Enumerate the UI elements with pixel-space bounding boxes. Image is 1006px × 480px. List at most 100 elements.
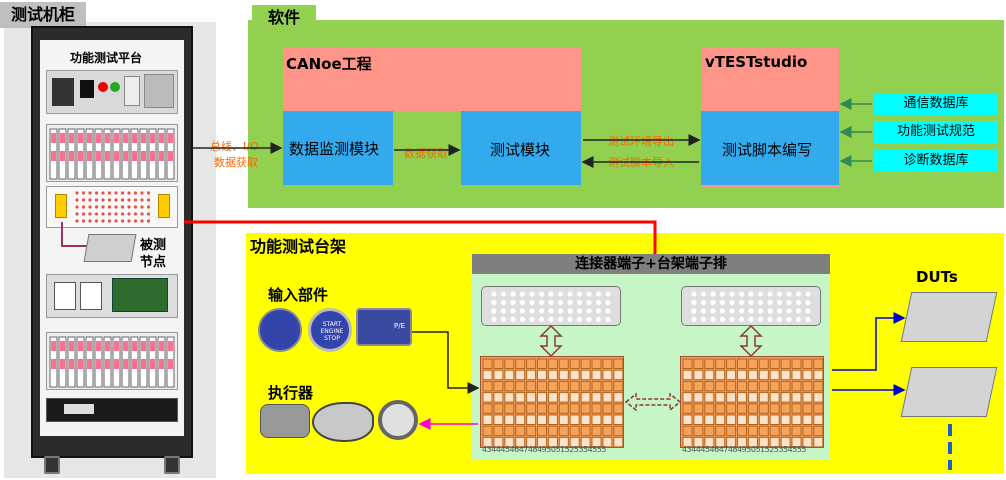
terminal-block-left bbox=[480, 356, 624, 448]
actuator-headlamp bbox=[312, 402, 374, 442]
terminal-cell bbox=[726, 425, 737, 437]
terminal-cell bbox=[682, 403, 693, 414]
connector-pin bbox=[795, 308, 802, 314]
terminal-cell bbox=[682, 392, 693, 403]
actuator-motor bbox=[260, 404, 310, 438]
terminal-cell bbox=[747, 380, 758, 392]
connector-pin bbox=[700, 299, 707, 306]
relay-led bbox=[96, 359, 101, 369]
terminal-cell bbox=[602, 392, 613, 403]
connector-pin bbox=[691, 291, 697, 297]
terminal-cell bbox=[580, 403, 591, 414]
terminal-cell bbox=[802, 436, 813, 448]
terminal-cell bbox=[693, 392, 704, 403]
breakout-dot bbox=[94, 219, 99, 223]
terminal-cell bbox=[526, 414, 537, 425]
terminal-cell bbox=[693, 358, 704, 369]
breakout-dot bbox=[140, 205, 144, 209]
connector-pin bbox=[710, 291, 716, 297]
terminal-cell bbox=[613, 380, 624, 392]
connector-pin bbox=[567, 316, 573, 323]
breakout-dot bbox=[120, 205, 125, 209]
connector-pin bbox=[586, 308, 592, 314]
terminal-cell bbox=[791, 358, 802, 369]
connector-pin bbox=[605, 299, 611, 306]
connector-pin bbox=[548, 316, 554, 323]
terminal-cell bbox=[504, 436, 515, 448]
terminal-cell bbox=[493, 369, 504, 381]
connector-pin bbox=[538, 316, 545, 323]
terminal-cell bbox=[813, 403, 824, 414]
breakout-dot bbox=[146, 191, 151, 195]
terminal-cell bbox=[547, 392, 558, 403]
connector-pin bbox=[576, 316, 583, 323]
terminal-cell bbox=[693, 436, 704, 448]
terminal-cell bbox=[602, 436, 613, 448]
instrument-2 bbox=[80, 282, 102, 310]
terminal-cell bbox=[715, 436, 726, 448]
terminal-block-right-grid bbox=[682, 358, 824, 448]
relay-led bbox=[132, 341, 137, 351]
terminal-cell bbox=[493, 380, 504, 392]
terminal-cell bbox=[715, 403, 726, 414]
terminal-cell bbox=[591, 403, 602, 414]
connector-pin bbox=[557, 308, 564, 314]
connector-pin bbox=[538, 308, 545, 314]
connector-pin bbox=[719, 316, 726, 323]
relay-led bbox=[123, 359, 128, 369]
terminal-cell bbox=[537, 414, 547, 425]
terminal-cell bbox=[493, 358, 504, 369]
connector-pin bbox=[519, 308, 526, 314]
connector-title: 连接器端子+台架端子排 bbox=[472, 254, 830, 274]
connector-pin bbox=[691, 316, 697, 323]
terminal-cell bbox=[747, 358, 758, 369]
actuator-wheel bbox=[378, 400, 418, 440]
connector-pin bbox=[605, 291, 611, 297]
terminal-cell bbox=[747, 392, 758, 403]
breakout-dot bbox=[140, 219, 144, 223]
connector-pin bbox=[748, 299, 754, 306]
relay-cards-bottom bbox=[49, 336, 175, 388]
connector-pin bbox=[557, 316, 564, 323]
connector-pin bbox=[538, 291, 545, 297]
connector-pin bbox=[538, 299, 545, 306]
terminal-cell bbox=[591, 414, 602, 425]
terminal-cell bbox=[758, 380, 769, 392]
terminal-cell bbox=[515, 369, 526, 381]
breakout-dot bbox=[146, 198, 151, 202]
terminal-cell bbox=[569, 369, 580, 381]
breakout-dot bbox=[101, 198, 105, 202]
terminal-cell bbox=[591, 380, 602, 392]
connector-pin bbox=[710, 316, 716, 323]
terminal-cell bbox=[537, 403, 547, 414]
terminal-cell bbox=[780, 392, 791, 403]
relay-led bbox=[60, 341, 65, 351]
terminal-numbers-right: 434445464748495051525354555 bbox=[682, 445, 806, 454]
connector-pin bbox=[586, 299, 592, 306]
breakout-dot bbox=[75, 205, 79, 209]
terminal-cell bbox=[813, 358, 824, 369]
cabinet-foot-right bbox=[164, 456, 180, 474]
relay-led bbox=[87, 341, 92, 351]
connector-pin bbox=[729, 299, 735, 306]
terminal-cell bbox=[769, 369, 780, 381]
terminal-cell bbox=[791, 380, 802, 392]
relay-led bbox=[168, 359, 173, 369]
terminal-cell bbox=[780, 380, 791, 392]
terminal-cell bbox=[715, 414, 726, 425]
test-module-box bbox=[461, 111, 581, 185]
relay-led bbox=[78, 341, 83, 351]
red-indicator bbox=[98, 82, 108, 92]
terminal-cell bbox=[504, 403, 515, 414]
terminal-cell bbox=[737, 403, 747, 414]
terminal-cell bbox=[747, 436, 758, 448]
relay-led bbox=[141, 133, 146, 143]
terminal-cell bbox=[758, 392, 769, 403]
terminal-cell bbox=[769, 436, 780, 448]
terminal-cell bbox=[737, 358, 747, 369]
terminal-cell bbox=[726, 369, 737, 381]
breakout-dot bbox=[107, 205, 112, 209]
terminal-double-arrow bbox=[624, 392, 682, 412]
relay-card-rack-top bbox=[46, 124, 178, 182]
breakout-dot bbox=[133, 191, 138, 195]
